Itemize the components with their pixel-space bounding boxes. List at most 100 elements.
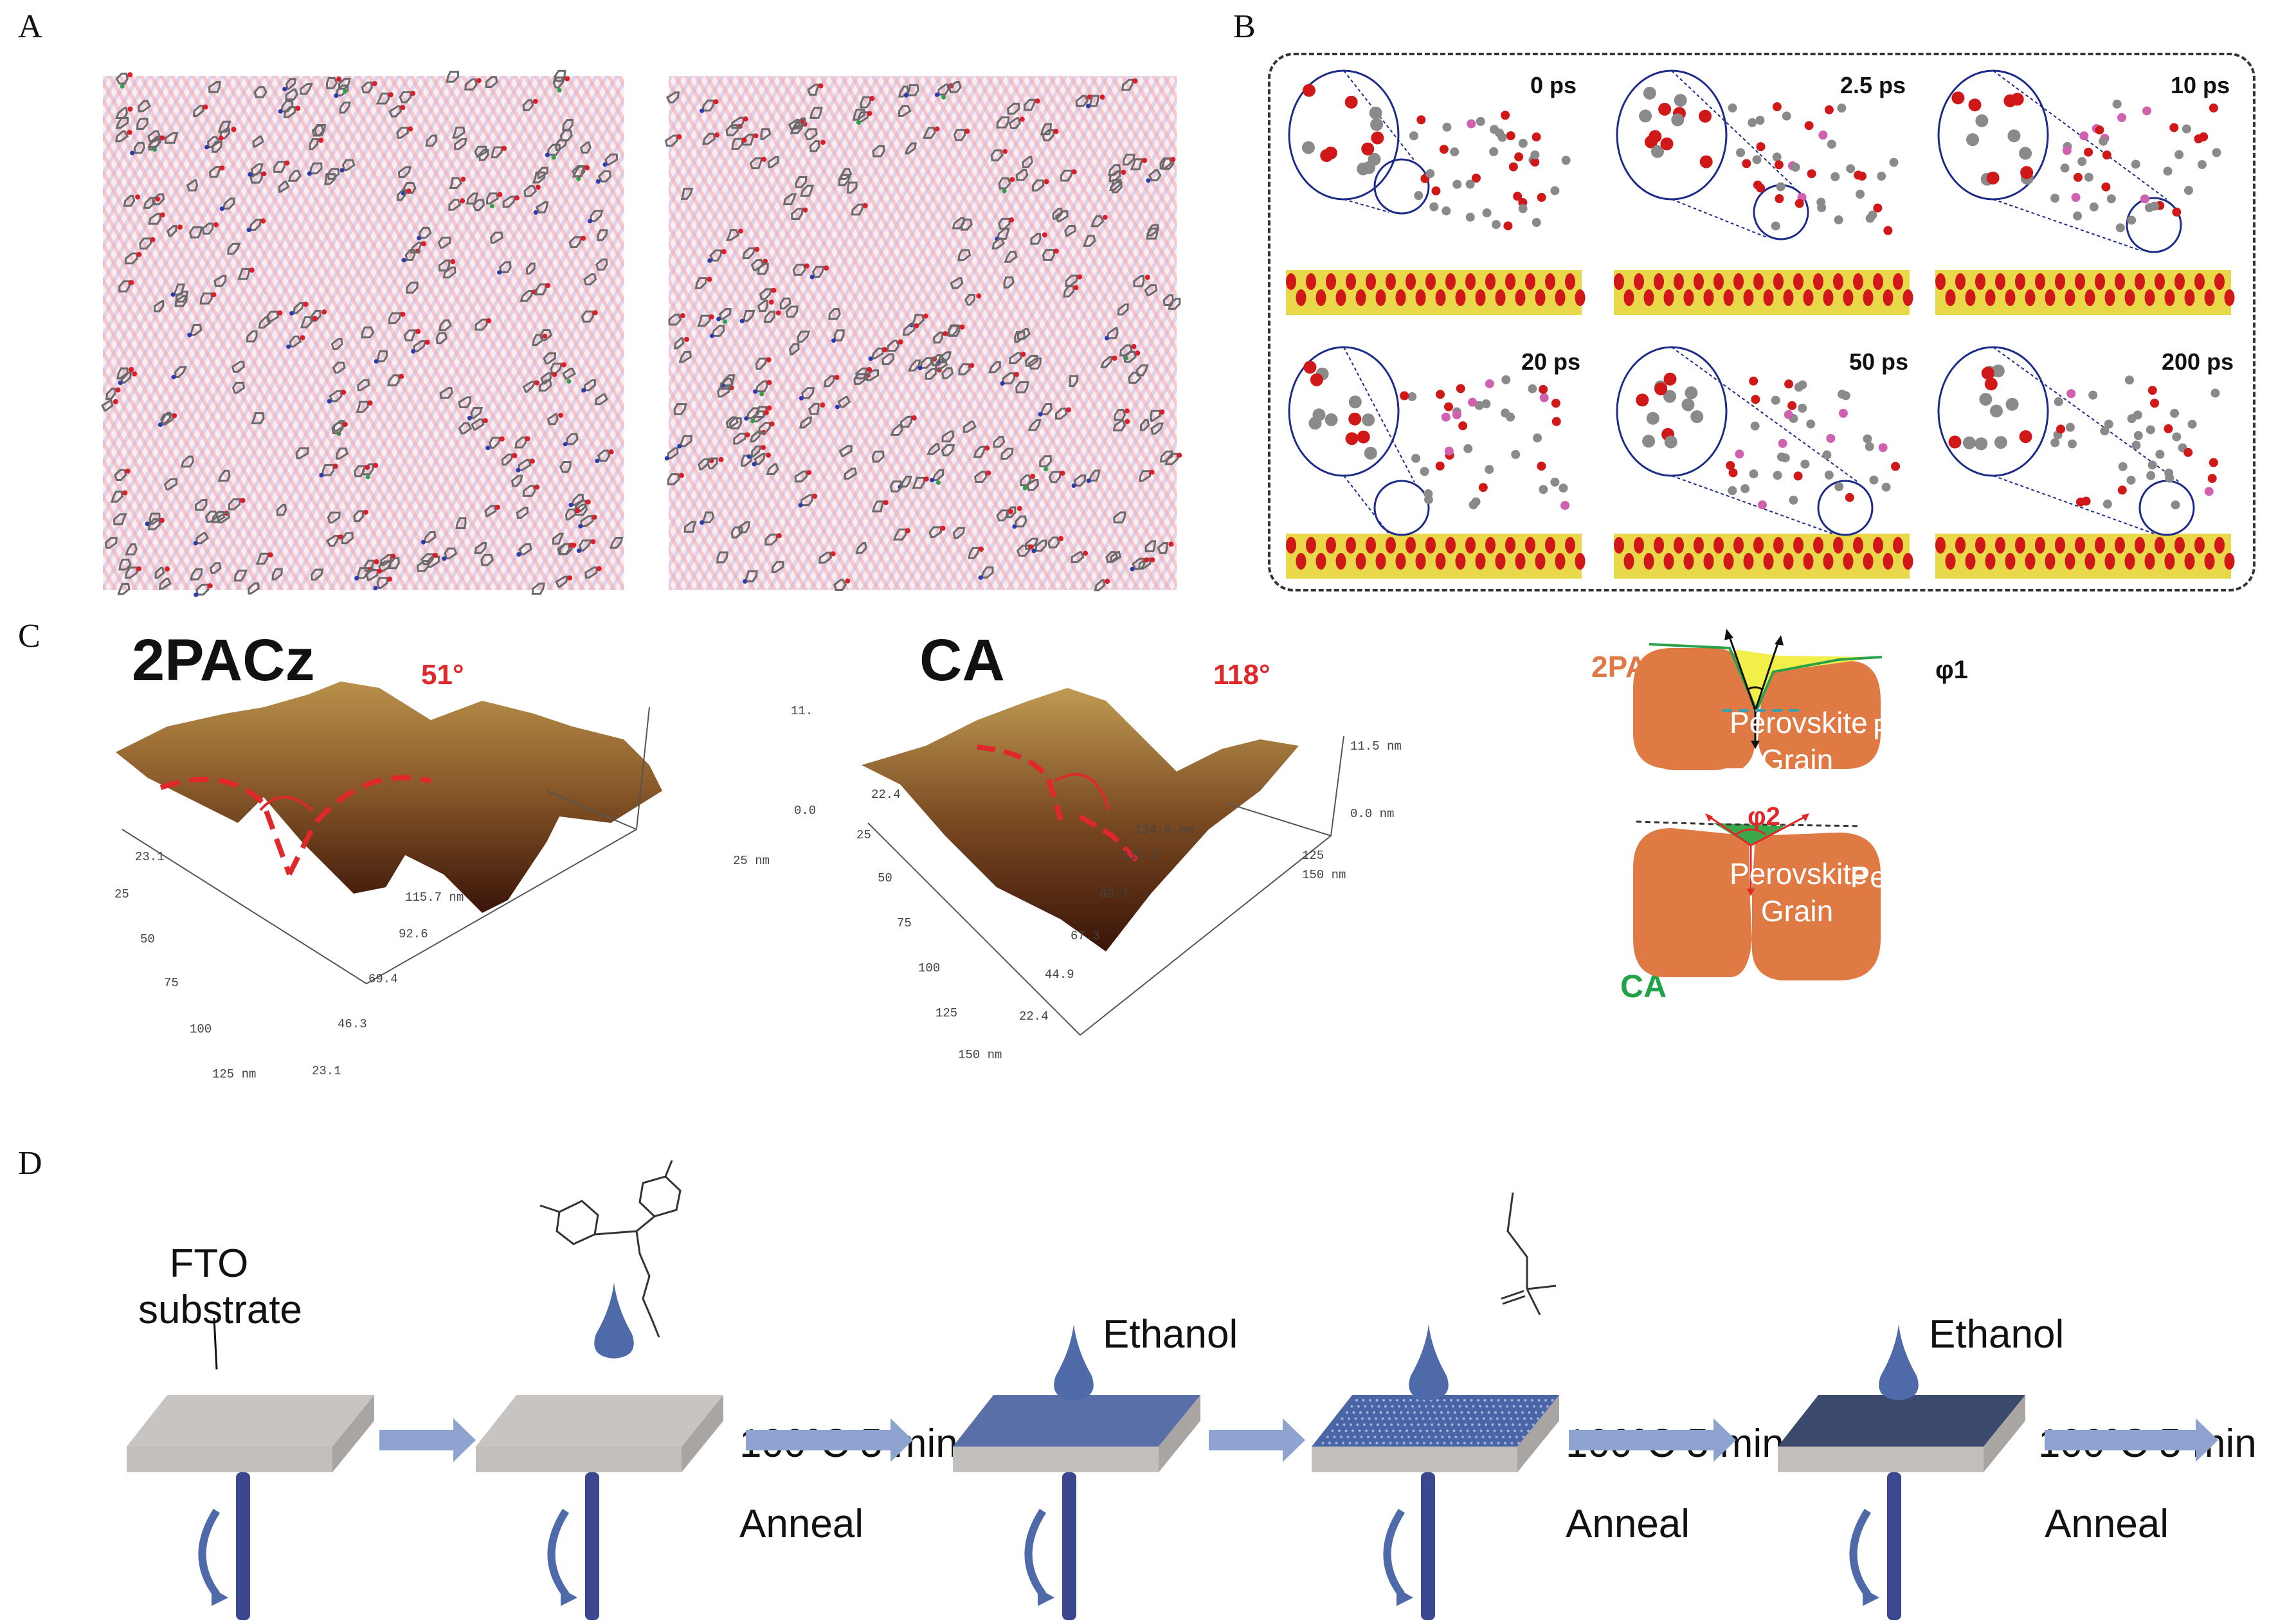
molecule (928, 525, 946, 539)
atom (1784, 410, 1793, 419)
atom (1869, 475, 1879, 485)
molecule (451, 126, 466, 139)
molecule (1122, 153, 1135, 166)
molecule-cluster-right (664, 78, 1182, 591)
atom (1561, 156, 1571, 165)
atom (1968, 98, 1982, 112)
afm-2pacz-x-tick-3: 100 (190, 1022, 212, 1036)
molecule (1104, 327, 1119, 341)
atom (1752, 155, 1762, 165)
molecule (497, 261, 512, 275)
molecule (410, 241, 427, 254)
molecule (1150, 409, 1165, 422)
molecule (1000, 447, 1014, 460)
molecule (522, 484, 540, 497)
molecule (1063, 285, 1079, 298)
afm-2pacz-corner-1: 25 nm (733, 854, 770, 868)
substrate-slab (1935, 534, 2235, 579)
molecule (697, 314, 714, 327)
atom (1532, 132, 1541, 142)
atom (2207, 474, 2217, 483)
molecule (307, 162, 323, 176)
substrate-slab (1286, 534, 1586, 579)
atom (2104, 419, 2113, 429)
afm-ca-corner-1: 125 (1302, 849, 1324, 863)
wetting-line-ca (1636, 820, 1862, 827)
molecule (1048, 470, 1065, 483)
afm-2pacz-x-tick-2: 75 (164, 976, 179, 990)
molecule (973, 470, 991, 483)
molecule (336, 447, 348, 460)
atom (1728, 468, 1738, 478)
grain-bottom-right-shape (1752, 833, 1881, 980)
phi2-arc (1735, 828, 1766, 836)
atom (1302, 84, 1315, 97)
atom (1436, 390, 1445, 399)
molecule (568, 494, 584, 507)
atom (1979, 393, 1993, 406)
molecule (502, 195, 520, 208)
atom (2163, 167, 2173, 176)
molecule (1042, 248, 1059, 261)
substrate-slab (1286, 270, 1586, 315)
atom (1873, 203, 1883, 213)
atom (2182, 124, 2191, 134)
molecule (1138, 557, 1155, 570)
phi1-arrow-left (1727, 633, 1757, 711)
molecule (531, 582, 546, 595)
molecule (993, 435, 1006, 448)
atom (1310, 373, 1323, 386)
molecule (799, 387, 815, 401)
molecule (1030, 232, 1047, 245)
molecule (117, 582, 131, 595)
molecule (231, 381, 246, 394)
atom (2170, 408, 2180, 418)
atom (1370, 118, 1384, 131)
atom (2005, 397, 2019, 411)
molecule (1038, 403, 1053, 417)
atom (1818, 131, 1828, 140)
atom (2084, 172, 2093, 182)
atom (2118, 462, 2128, 471)
molecule (357, 379, 370, 392)
atom (1865, 442, 1874, 451)
molecule (194, 499, 208, 511)
molecule (1113, 511, 1126, 524)
molecule (757, 262, 769, 275)
afm-ca-x-tick-1: 50 (878, 871, 892, 885)
molecule (868, 347, 888, 361)
molecule (208, 81, 222, 93)
atom (1804, 121, 1814, 131)
atom (2149, 201, 2159, 211)
atom (1681, 398, 1695, 411)
atom (1411, 453, 1421, 463)
atom (1750, 421, 1760, 431)
atom (1838, 408, 1848, 418)
molecule (186, 179, 199, 192)
atom (2124, 375, 2134, 385)
atom (1775, 194, 1784, 204)
phi2-arrow-left (1708, 815, 1751, 847)
molecule (464, 78, 482, 91)
atom (1639, 109, 1652, 123)
atom (1846, 164, 1856, 174)
atom (2089, 202, 2099, 212)
molecule (246, 218, 266, 233)
molecule (935, 83, 954, 100)
md-frame-graphic (1935, 69, 2235, 315)
molecule (1139, 419, 1150, 431)
afm-angle-arc (1053, 773, 1110, 811)
atom (1414, 191, 1424, 201)
molecule (818, 551, 836, 564)
time-label: 10 ps (2171, 72, 2230, 98)
molecule (978, 566, 994, 580)
atom (1345, 432, 1359, 446)
atom (1441, 412, 1451, 422)
molecule (1162, 294, 1174, 307)
atom (2088, 390, 2098, 400)
molecule (941, 444, 955, 456)
atom (2102, 500, 2112, 509)
atom (1301, 141, 1315, 154)
molecule (835, 395, 851, 410)
